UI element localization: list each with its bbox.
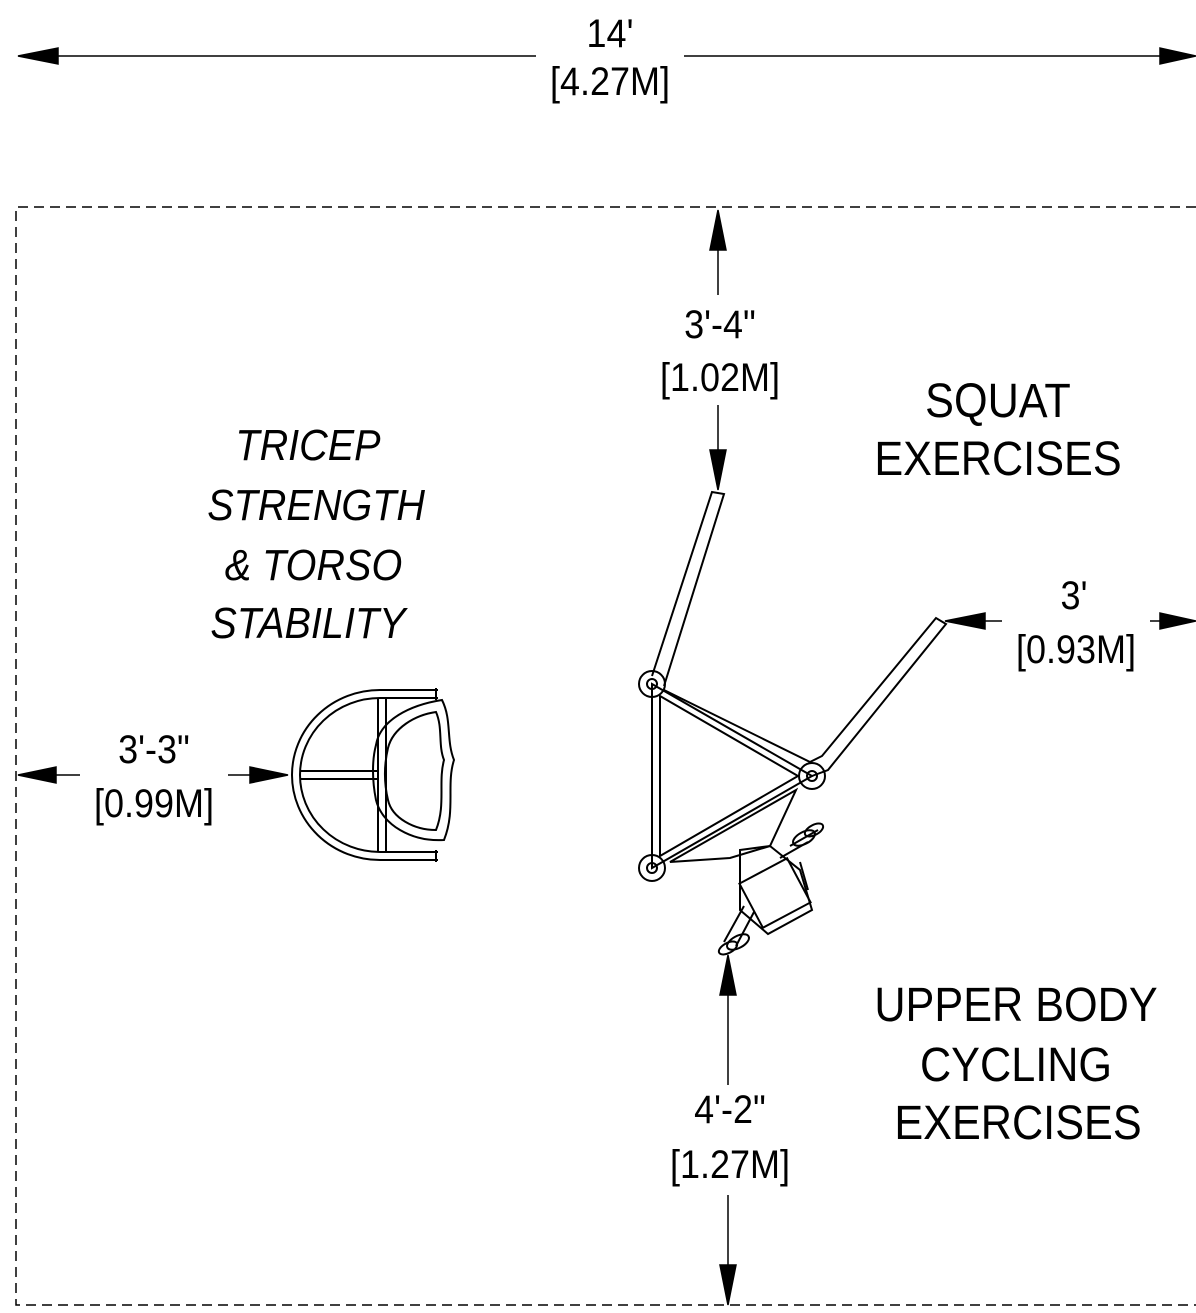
cycling-zone-label-line-1: UPPER BODY — [874, 979, 1158, 1032]
right-clearance-metric: [0.93M] — [1015, 628, 1137, 672]
tricep-zone-label-line-2: STRENGTH — [207, 481, 425, 530]
overall-width-imperial: 14' — [586, 12, 634, 56]
overall-width-metric: [4.27M] — [549, 60, 671, 104]
left-clearance-imperial: 3'-3" — [118, 728, 190, 772]
tricep-zone-label-line-3: & TORSO — [213, 541, 403, 590]
top-clearance-metric: [1.02M] — [659, 356, 781, 400]
overall-width-dimension-line — [17, 47, 1196, 65]
cycling-zone-label-line-3: EXERCISES — [894, 1097, 1142, 1150]
bottom-clearance-metric: [1.27M] — [669, 1143, 791, 1187]
top-clearance-imperial: 3'-4" — [684, 303, 756, 347]
bottom-clearance-imperial: 4'-2" — [694, 1088, 766, 1132]
squat-and-cycling-station — [638, 490, 948, 956]
right-clearance-dimension-line — [944, 612, 1196, 630]
squat-zone-label-line-1: SQUAT — [925, 375, 1071, 428]
top-clearance-dimension-line — [709, 209, 727, 491]
right-clearance-imperial: 3' — [1060, 574, 1088, 618]
play-area-boundary — [15, 206, 1196, 1306]
squat-zone-label-line-2: EXERCISES — [874, 433, 1122, 486]
tricep-zone-label-line-4: STABILITY — [210, 599, 406, 648]
bottom-clearance-dimension-line — [719, 954, 737, 1306]
left-clearance-dimension-line — [17, 766, 289, 784]
left-clearance-metric: [0.99M] — [93, 782, 215, 826]
cycling-zone-label-line-2: CYCLING — [919, 1039, 1113, 1092]
tricep-station — [291, 688, 456, 862]
tricep-zone-label-line-1: TRICEP — [235, 421, 381, 470]
